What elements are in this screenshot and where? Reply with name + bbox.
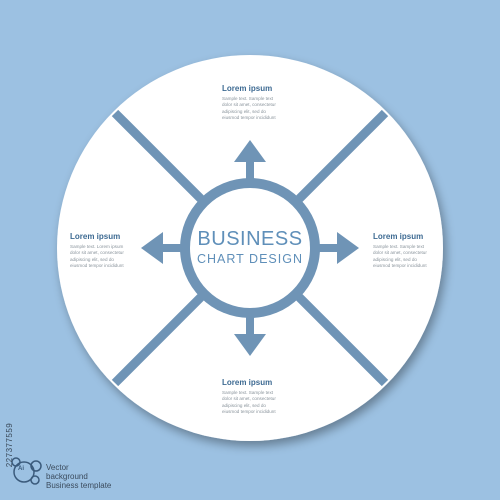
divider-bottom-right — [290, 288, 389, 387]
center-subtitle: CHART DESIGN — [196, 252, 303, 266]
arrow-right-icon — [318, 232, 359, 264]
arrow-left-icon — [141, 232, 182, 264]
segment-right-title: Lorem ipsum — [373, 232, 424, 241]
stock-id: 227377559 — [5, 422, 14, 468]
divider-top-left — [111, 109, 210, 208]
arrows — [141, 140, 359, 356]
divider-top-right — [290, 109, 389, 208]
segment-left: Lorem ipsum Sample text. Lorem ipsum dol… — [70, 232, 160, 270]
segment-left-body: Sample text. Lorem ipsum dolor sit amet,… — [70, 244, 124, 269]
segment-bottom: Lorem ipsum Sample text. Sample text dol… — [222, 378, 312, 416]
arrow-up-icon — [234, 140, 266, 180]
center-hub — [190, 188, 310, 308]
footer-caption: Vector background Business template — [46, 463, 111, 490]
segment-left-title: Lorem ipsum — [70, 232, 121, 241]
footer-line-2: background — [46, 472, 88, 481]
segment-bottom-body: Sample text. Sample text dolor sit amet,… — [222, 390, 276, 415]
segment-bottom-title: Lorem ipsum — [222, 378, 273, 387]
segment-top-title: Lorem ipsum — [222, 84, 273, 93]
logo-text: Ai — [18, 466, 24, 472]
segment-right-body: Sample text. Sample text dolor sit amet,… — [373, 244, 427, 269]
segment-dividers — [111, 109, 389, 387]
divider-bottom-left — [111, 288, 210, 387]
arrow-down-icon — [234, 316, 266, 356]
footer-line-3: Business template — [46, 481, 112, 490]
segment-right: Lorem ipsum Sample text. Sample text dol… — [373, 232, 463, 270]
center-title: BUSINESS — [197, 228, 303, 250]
footer-line-1: Vector — [46, 463, 69, 472]
logo-icon — [11, 457, 42, 485]
segment-top-body: Sample text. Sample text dolor sit amet,… — [222, 96, 276, 121]
segment-top: Lorem ipsum Sample text. Sample text dol… — [222, 84, 312, 122]
